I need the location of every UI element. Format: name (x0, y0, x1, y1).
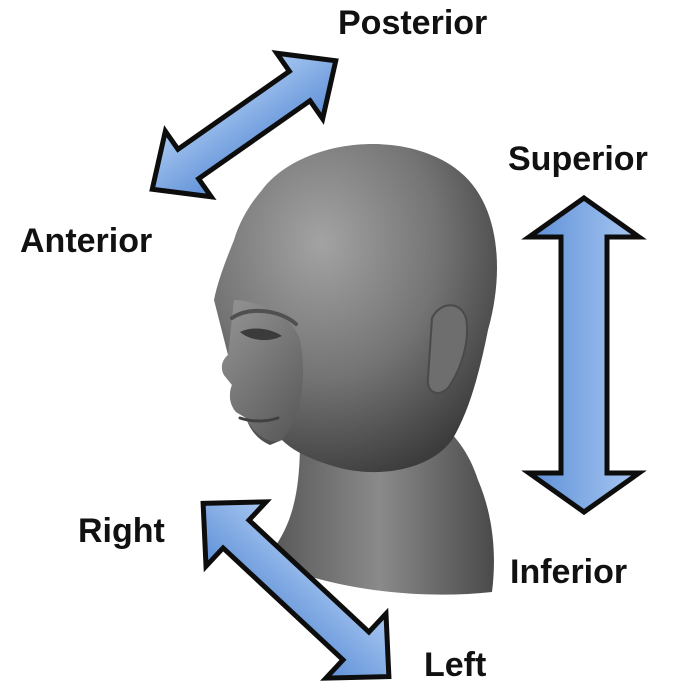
superior-inferior-arrow (529, 198, 639, 512)
label-left: Left (424, 648, 486, 682)
label-right: Right (78, 514, 165, 548)
label-anterior: Anterior (20, 224, 152, 258)
label-inferior: Inferior (510, 555, 627, 589)
label-posterior: Posterior (338, 6, 487, 40)
label-superior: Superior (508, 142, 648, 176)
